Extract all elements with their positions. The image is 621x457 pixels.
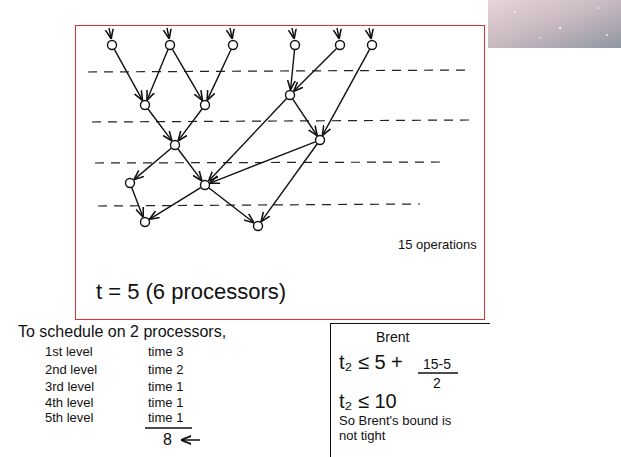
level-time: time 3 <box>148 345 183 360</box>
level-name: 5th level <box>45 411 93 426</box>
level-name: 3rd level <box>45 380 94 395</box>
level-name: 4th level <box>45 396 93 411</box>
space-photo <box>488 0 621 48</box>
result-arrow <box>182 439 200 441</box>
level-time: time 2 <box>148 363 183 378</box>
level-name: 1st level <box>45 345 93 360</box>
formula: t₂ ≤ 5 + <box>339 351 403 374</box>
level-time: time 1 <box>148 380 183 395</box>
level-time: time 1 <box>148 396 183 411</box>
box-heading: Brent <box>376 329 409 345</box>
fraction-numerator: 15-5 <box>423 356 451 372</box>
level-time: time 1 <box>148 411 183 426</box>
operation-count: 15 operations <box>398 238 477 253</box>
brent-box: Brent t₂ ≤ 5 + 15-5 2 t₂ ≤ 10So Brent's boun… <box>330 323 490 457</box>
sum-underline <box>145 427 192 429</box>
fraction-denominator: 2 <box>433 375 441 391</box>
schedule-heading: To schedule on 2 processors, <box>18 323 226 341</box>
parallel-time: t = 5 (6 processors) <box>96 279 286 304</box>
level-name: 2nd level <box>45 363 97 378</box>
dependency-arrows <box>109 28 371 222</box>
highlight-frame: 15 operations t = 5 (6 processors) <box>75 25 485 320</box>
conclusion-note: So Brent's bound is not tight <box>339 414 457 444</box>
fraction-bar <box>418 372 458 374</box>
total-time: 8 <box>163 431 172 449</box>
operation-nodes <box>108 41 377 231</box>
level-separators <box>88 70 472 206</box>
formula: t₂ ≤ 10 <box>339 390 397 413</box>
